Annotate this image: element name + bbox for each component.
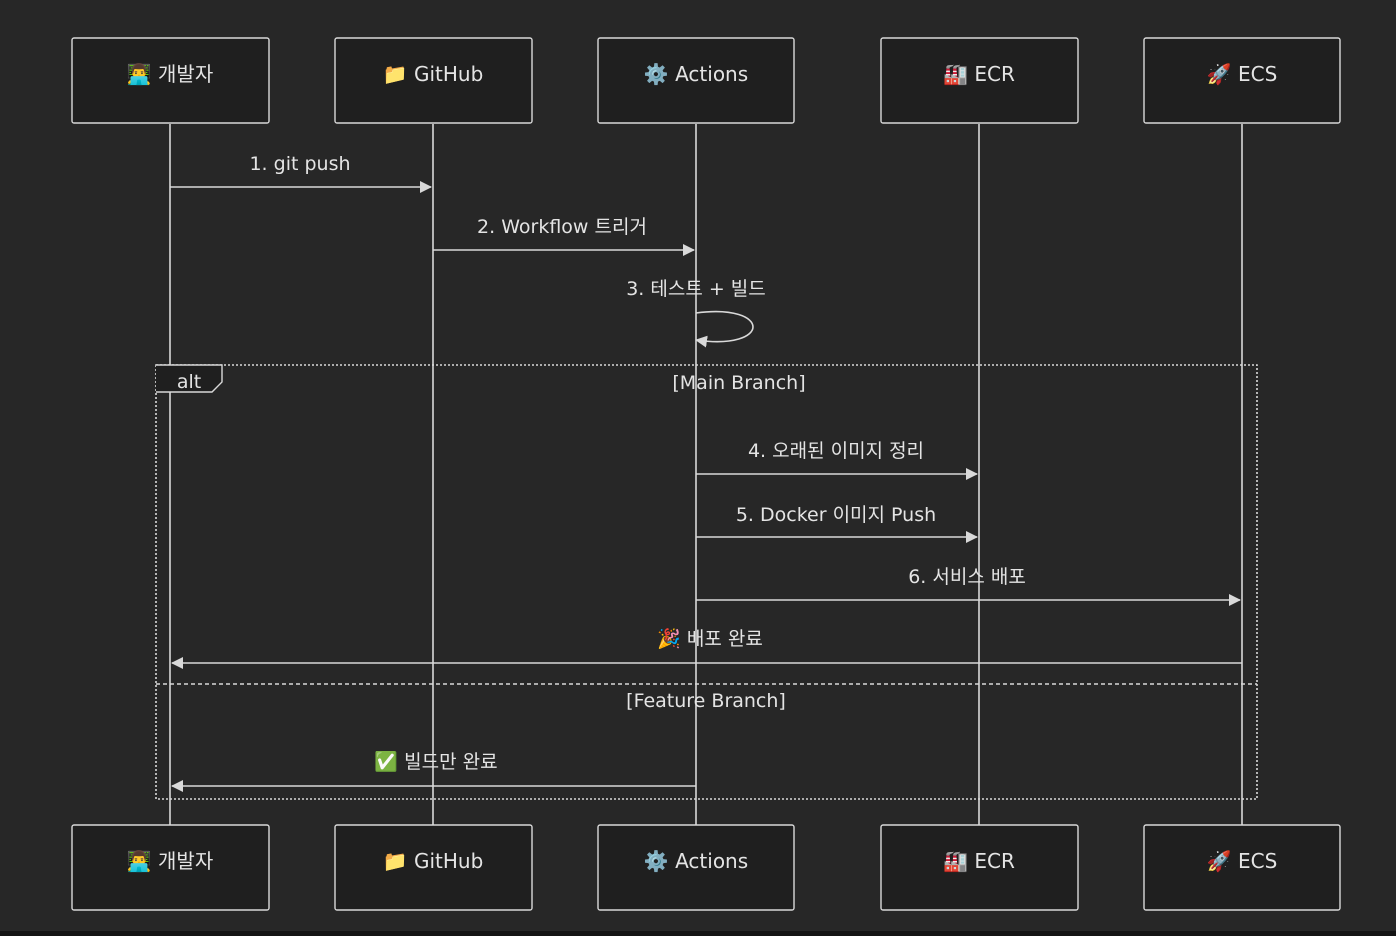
message-label: 🎉 배포 완료 <box>657 627 763 650</box>
participant-dev-bottom: 👨‍💻 개발자 <box>71 824 270 911</box>
participant-label: 👨‍💻 개발자 <box>127 849 213 873</box>
message-deploy-complete: 🎉 배포 완료 <box>171 627 1242 669</box>
message-build-only-complete: ✅ 빌드만 완료 <box>171 750 696 792</box>
participant-ecs-bottom: 🚀 ECS <box>1143 824 1341 911</box>
participant-label: ⚙️ Actions <box>644 62 748 86</box>
section-label-feature-branch: [Feature Branch] <box>626 690 786 712</box>
participants-top: 👨‍💻 개발자 📁 GitHub ⚙️ Actions 🏭 ECR 🚀 ECS <box>71 37 1341 124</box>
alt-keyword-tab <box>156 364 223 393</box>
participant-label: 👨‍💻 개발자 <box>127 62 213 86</box>
participant-actions-bottom: ⚙️ Actions <box>597 824 795 911</box>
bottom-edge-strip <box>0 931 1396 936</box>
message-label: 3. 테스트 + 빌드 <box>626 278 766 300</box>
section-label-main-branch: [Main Branch] <box>672 372 805 394</box>
participant-ecr-top: 🏭 ECR <box>880 37 1079 124</box>
participant-github-bottom: 📁 GitHub <box>334 824 533 911</box>
message-label: ✅ 빌드만 완료 <box>374 750 497 773</box>
message-label: 5. Docker 이미지 Push <box>736 504 936 526</box>
participant-label: 📁 GitHub <box>383 849 484 873</box>
participant-github-top: 📁 GitHub <box>334 37 533 124</box>
message-git-push: 1. git push <box>170 153 432 193</box>
participants-bottom: 👨‍💻 개발자 📁 GitHub ⚙️ Actions 🏭 ECR 🚀 ECS <box>71 824 1341 911</box>
participant-label: 🚀 ECS <box>1207 62 1278 86</box>
participant-label: ⚙️ Actions <box>644 849 748 873</box>
participant-ecs-top: 🚀 ECS <box>1143 37 1341 124</box>
message-label: 1. git push <box>249 153 350 175</box>
message-label: 2. Workflow 트리거 <box>477 216 647 238</box>
alt-frame: alt [Main Branch] [Feature Branch] <box>155 364 1258 800</box>
participant-label: 🏭 ECR <box>943 62 1015 86</box>
message-self-loop-arrow <box>695 310 754 348</box>
messages: 1. git push 2. Workflow 트리거 3. 테스트 + 빌드 … <box>170 153 1242 792</box>
message-workflow-trigger: 2. Workflow 트리거 <box>433 216 695 256</box>
participant-ecr-bottom: 🏭 ECR <box>880 824 1079 911</box>
message-service-deploy: 6. 서비스 배포 <box>696 566 1241 606</box>
message-docker-push: 5. Docker 이미지 Push <box>696 504 978 543</box>
participant-label: 🏭 ECR <box>943 849 1015 873</box>
participant-actions-top: ⚙️ Actions <box>597 37 795 124</box>
message-label: 6. 서비스 배포 <box>908 566 1026 588</box>
participant-label: 🚀 ECS <box>1207 849 1278 873</box>
participant-dev-top: 👨‍💻 개발자 <box>71 37 270 124</box>
message-test-build: 3. 테스트 + 빌드 <box>626 278 766 348</box>
message-label: 4. 오래된 이미지 정리 <box>748 440 924 462</box>
alt-keyword: alt <box>177 371 201 393</box>
message-cleanup-images: 4. 오래된 이미지 정리 <box>696 440 978 480</box>
alt-frame-border <box>155 364 1258 800</box>
participant-label: 📁 GitHub <box>383 62 484 86</box>
